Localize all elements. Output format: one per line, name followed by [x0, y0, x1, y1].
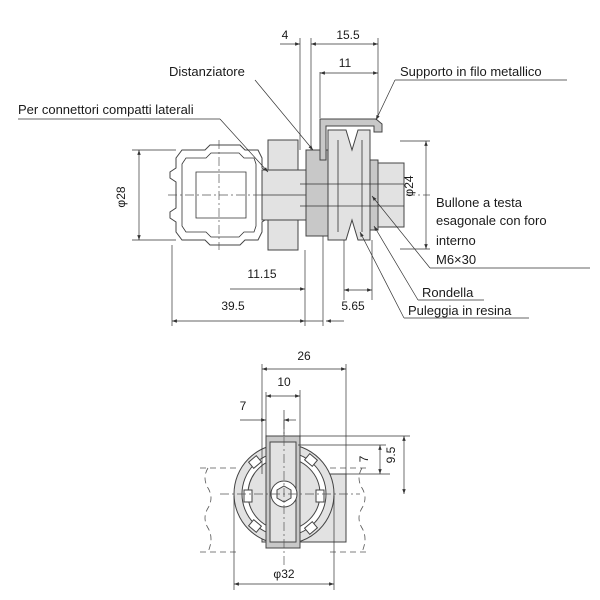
label-connettori: Per connettori compatti laterali — [18, 102, 194, 117]
front-view: 26 10 7 9.5 7 φ32 — [200, 349, 410, 590]
dim-phi32: φ32 — [273, 567, 294, 581]
wire-support — [319, 118, 383, 161]
label-bullone-3: interno — [436, 233, 476, 248]
dim-39-5: 39.5 — [221, 299, 245, 313]
dim-10: 10 — [277, 375, 291, 389]
dim-phi28: φ28 — [114, 186, 128, 207]
dim-phi24: φ24 — [402, 175, 416, 196]
dim-5-65: 5.65 — [341, 299, 365, 313]
dim-4: 4 — [282, 28, 289, 42]
profile-inner-wall — [181, 152, 257, 238]
dim-15-5: 15.5 — [336, 28, 360, 42]
label-supporto: Supporto in filo metallico — [400, 64, 542, 79]
profile-center-channel — [195, 171, 247, 219]
dim-7-top: 7 — [240, 399, 247, 413]
side-view: 4 15.5 11 φ28 φ24 11.15 39.5 5.65 — [18, 28, 590, 326]
dim-9-5: 9.5 — [384, 446, 398, 463]
spacer — [305, 149, 329, 237]
dim-11: 11 — [339, 56, 352, 70]
label-distanziatore: Distanziatore — [169, 64, 245, 79]
label-bullone-4: M6×30 — [436, 252, 476, 267]
label-puleggia: Puleggia in resina — [408, 303, 512, 318]
pulley-slots — [243, 453, 325, 535]
washer — [369, 159, 379, 231]
label-bullone-1: Bullone a testa — [436, 195, 523, 210]
label-bullone-2: esagonale con foro — [436, 213, 547, 228]
dim-26: 26 — [297, 349, 311, 363]
dim-7-right: 7 — [357, 455, 371, 462]
resin-pulley — [327, 129, 371, 241]
hex-socket-bolt — [377, 162, 405, 228]
label-rondella: Rondella — [422, 285, 474, 300]
dim-11-15: 11.15 — [247, 267, 276, 281]
